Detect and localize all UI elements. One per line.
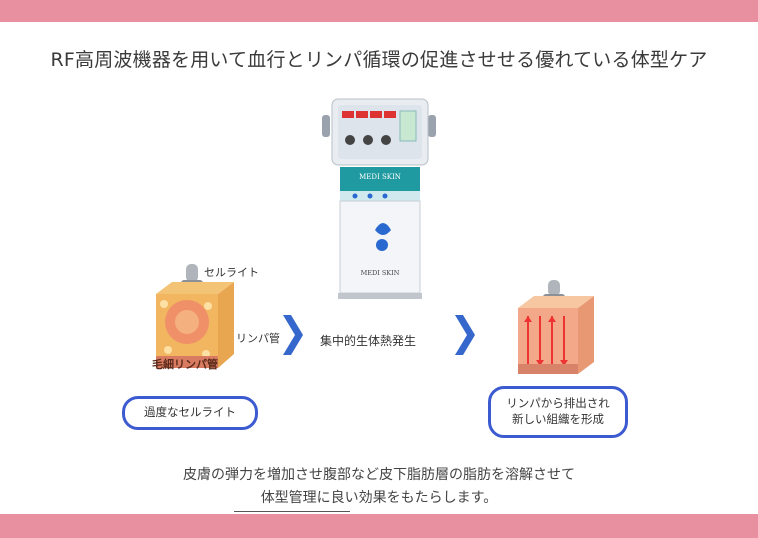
capillary-lymph-label: 毛細リンパ管 [152, 358, 218, 371]
machine-brand-top: MEDI SKIN [359, 173, 401, 181]
arrow-right-1 [283, 315, 303, 359]
chevron-right-icon [283, 315, 303, 355]
excess-cellulite-bubble: 過度なセルライト [122, 396, 258, 430]
description-line-2: 体型管理に良い効果をもたらします。 [260, 490, 498, 506]
new-tissue-skin-cube [512, 278, 600, 378]
cellulite-label: セルライト [204, 266, 259, 279]
top-band [0, 0, 758, 22]
description-line-1: 皮膚の弾力を増加させ腹部など皮下脂肪層の脂肪を溶解させて [183, 467, 575, 483]
arrow-right-2 [455, 315, 475, 359]
page-title: RF高周波機器を用いて血行とリンパ循環の促進させせる優れている体型ケア [50, 49, 708, 71]
chevron-right-icon [455, 315, 475, 355]
skin-cube-icon [518, 280, 594, 374]
lymph-vessel-label: リンパ管 [236, 332, 280, 345]
rf-machine-icon: MEDI SKIN MEDI SKIN [322, 98, 436, 299]
cellulite-skin-cube [148, 262, 240, 372]
heat-generation-label: 集中的生体熱発生 [320, 334, 417, 348]
new-tissue-bubble: リンパから排出され 新しい組織を形成 [488, 386, 628, 438]
skin-cube-icon [156, 264, 234, 368]
bottom-band [0, 514, 758, 538]
machine-brand-bottom: MEDI SKIN [361, 269, 400, 277]
rf-machine-illustration: MEDI SKIN MEDI SKIN [320, 95, 440, 300]
description-underline [234, 511, 350, 512]
